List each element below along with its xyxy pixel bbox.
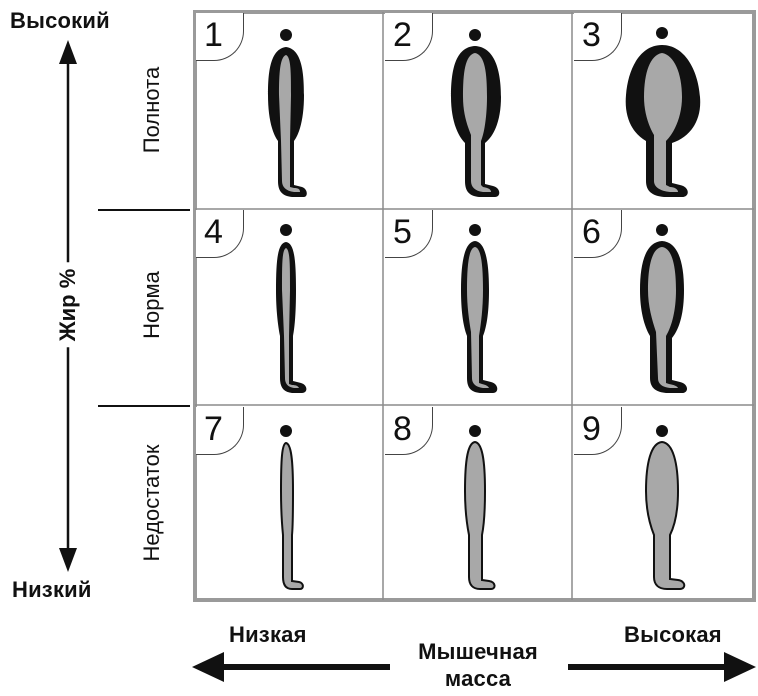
cell-9: 9: [574, 407, 752, 599]
row-label-normal: Норма: [139, 271, 165, 339]
cell-8: 8: [385, 407, 571, 599]
body-figure-icon: [196, 13, 382, 208]
cell-3: 3: [574, 13, 752, 208]
cell-1: 1: [196, 13, 382, 208]
body-figure-icon: [385, 13, 571, 208]
x-arrow-head-right: [724, 652, 756, 682]
row-divider: [98, 405, 190, 407]
row-label-lean: Недостаток: [139, 445, 165, 562]
y-arrow-head-up: [59, 40, 77, 64]
body-figure-icon: [574, 13, 752, 208]
x-axis-title-line2: масса: [393, 665, 563, 692]
y-axis-title: Жир %: [55, 263, 81, 348]
body-figure-icon: [196, 210, 382, 404]
x-arrow-left: [190, 650, 396, 684]
x-axis-title-line1: Мышечная: [393, 638, 563, 665]
cell-4: 4: [196, 210, 382, 404]
x-arrow-head-left: [192, 652, 224, 682]
cell-6: 6: [574, 210, 752, 404]
body-figure-icon: [196, 407, 382, 599]
row-label-fat: Полнота: [139, 67, 165, 153]
y-axis-high-label: Высокий: [10, 8, 110, 34]
y-axis-low-label: Низкий: [12, 577, 92, 603]
body-type-grid: 1 2 3 4 5: [193, 10, 756, 602]
body-figure-icon: [574, 210, 752, 404]
body-figure-icon: [385, 407, 571, 599]
x-axis-high-label: Высокая: [624, 622, 722, 648]
cell-7: 7: [196, 407, 382, 599]
y-arrow-head-down: [59, 548, 77, 572]
x-axis-low-label: Низкая: [229, 622, 307, 648]
cell-5: 5: [385, 210, 571, 404]
row-divider: [98, 209, 190, 211]
x-axis-title: Мышечная масса: [393, 638, 563, 692]
body-figure-icon: [574, 407, 752, 599]
cell-2: 2: [385, 13, 571, 208]
x-arrow-right: [568, 650, 758, 684]
body-figure-icon: [385, 210, 571, 404]
